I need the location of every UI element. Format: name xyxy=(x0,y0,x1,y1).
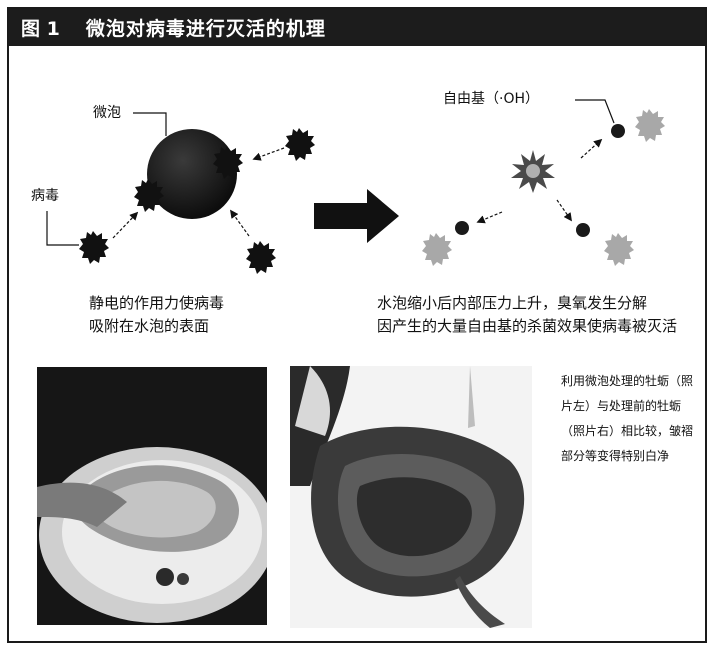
free-radical-dot xyxy=(455,221,469,235)
virus-icon xyxy=(285,128,315,161)
virus-icon xyxy=(79,231,109,264)
free-radical-dot xyxy=(576,223,590,237)
caption-line: 因产生的大量自由基的杀菌效果使病毒被灭活 xyxy=(377,317,678,335)
label-virus: 病毒 xyxy=(31,188,59,204)
inactivated-virus-icon xyxy=(635,109,665,142)
inactivated-virus-icon xyxy=(422,233,452,266)
figure-number: 图 1 xyxy=(21,18,60,40)
mechanism-diagram: 微泡 病毒 自由基（·OH） xyxy=(31,90,665,274)
figure-title: 微泡对病毒进行灭活的机理 xyxy=(85,18,326,40)
caption-line: 吸附在水泡的表面 xyxy=(89,317,210,335)
virus-icon xyxy=(246,241,276,274)
photo-treated-oyster xyxy=(37,367,267,625)
photo-untreated-oyster xyxy=(290,366,532,628)
figure-header: 图 1 微泡对病毒进行灭活的机理 xyxy=(9,9,705,46)
figure-frame: 图 1 微泡对病毒进行灭活的机理 微泡 病毒 自由基（· xyxy=(7,7,707,643)
virus-icon xyxy=(134,179,164,212)
label-microbubble: 微泡 xyxy=(93,105,121,121)
label-free-radical: 自由基（·OH） xyxy=(443,90,539,107)
caption-line: 水泡缩小后内部压力上升，臭氧发生分解 xyxy=(377,294,648,312)
free-radical-dot xyxy=(611,124,625,138)
inactivated-virus-icon xyxy=(604,233,634,266)
caption-line: 静电的作用力使病毒 xyxy=(89,294,225,312)
virus-icon xyxy=(213,146,243,179)
process-arrow-icon xyxy=(314,189,399,243)
caption-inactivation: 水泡缩小后内部压力上升，臭氧发生分解 因产生的大量自由基的杀菌效果使病毒被灭活 xyxy=(377,292,677,338)
caption-adsorption: 静电的作用力使病毒 吸附在水泡的表面 xyxy=(89,292,224,338)
photo-caption: 利用微泡处理的牡蛎（照片左）与处理前的牡蛎（照片右）相比较，皱褶部分等变得特别白… xyxy=(561,374,694,463)
microbubble-shape xyxy=(147,129,237,219)
